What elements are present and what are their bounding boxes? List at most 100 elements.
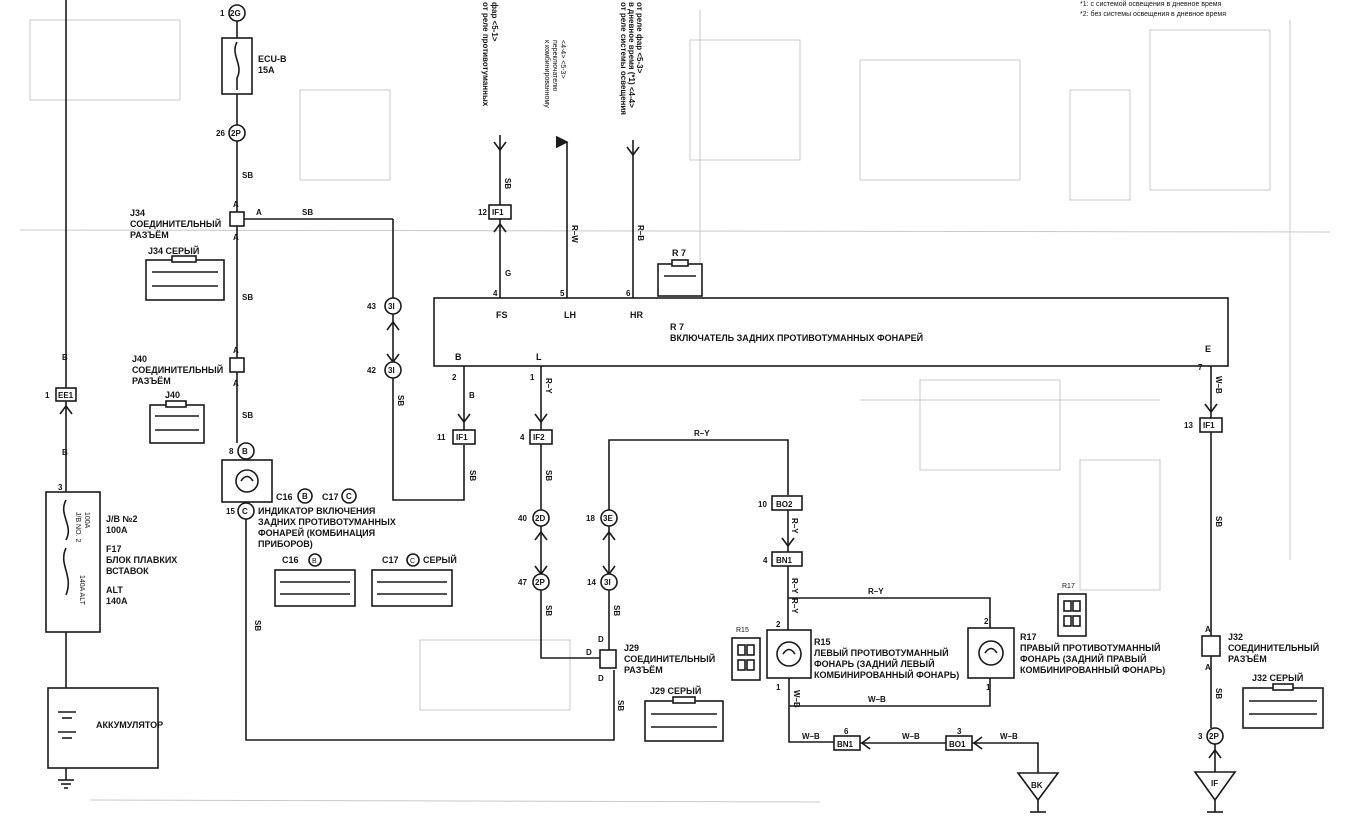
svg-text:2: 2 (776, 620, 781, 629)
svg-text:E: E (1205, 344, 1211, 354)
wire-ry-to-r17 (788, 597, 991, 628)
svg-text:ВКЛЮЧАТЕЛЬ ЗАДНИХ ПРОТИВОТУМАН: ВКЛЮЧАТЕЛЬ ЗАДНИХ ПРОТИВОТУМАННЫХ ФОНАРЕ… (670, 332, 923, 343)
svg-text:SB: SB (1214, 688, 1223, 699)
ground-bk-icon (1016, 772, 1060, 802)
svg-text:W–B: W–B (1214, 376, 1223, 394)
svg-text:SB: SB (302, 208, 313, 217)
connector-j29 (599, 649, 617, 669)
svg-text:C17: C17 (382, 555, 399, 565)
svg-text:L: L (536, 352, 542, 362)
svg-text:к комбинированному: к комбинированному (543, 40, 551, 108)
connector-c17-face (371, 569, 453, 607)
svg-text:2P: 2P (535, 578, 545, 587)
svg-text:SB: SB (396, 395, 405, 406)
connector-j34-face (145, 255, 225, 301)
svg-text:BN1: BN1 (837, 740, 854, 749)
svg-text:4: 4 (493, 289, 498, 298)
background-ghost-print (19, 10, 1331, 803)
svg-text:ИНДИКАТОР ВКЛЮЧЕНИЯ: ИНДИКАТОР ВКЛЮЧЕНИЯ (258, 506, 375, 516)
svg-text:BO2: BO2 (776, 500, 793, 509)
svg-text:SB: SB (544, 470, 553, 481)
lamp-icon (235, 469, 259, 493)
svg-text:КОМБИНИРОВАННЫЙ ФОНАРЬ): КОМБИНИРОВАННЫЙ ФОНАРЬ) (814, 669, 959, 680)
svg-text:W–B: W–B (902, 732, 920, 741)
svg-text:БЛОК ПЛАВКИХ: БЛОК ПЛАВКИХ (106, 555, 177, 565)
wire-sb-3i-to-if1 (392, 378, 465, 501)
svg-text:C16: C16 (282, 555, 299, 565)
svg-text:1: 1 (530, 373, 535, 382)
svg-text:1: 1 (776, 683, 781, 692)
svg-text:W–B: W–B (802, 732, 820, 741)
connector-j40 (229, 357, 245, 373)
connector-bn1-top (771, 551, 803, 567)
svg-text:SB: SB (503, 178, 512, 189)
svg-text:J32 СЕРЫЙ: J32 СЕРЫЙ (1252, 672, 1303, 683)
svg-text:R–W: R–W (570, 225, 579, 243)
fuse-icon (234, 41, 240, 90)
svg-text:фар <5-1>: фар <5-1> (490, 2, 499, 42)
svg-text:СОЕДИНИТЕЛЬНЫЙ: СОЕДИНИТЕЛЬНЫЙ (130, 218, 221, 229)
svg-text:4: 4 (520, 433, 525, 442)
ground-battery-icon (58, 779, 74, 789)
svg-text:B: B (242, 447, 248, 456)
svg-text:R 7: R 7 (672, 248, 686, 258)
svg-text:W–B: W–B (868, 695, 886, 704)
svg-text:42: 42 (367, 366, 376, 375)
svg-text:ЛЕВЫЙ ПРОТИВОТУМАННЫЙ: ЛЕВЫЙ ПРОТИВОТУМАННЫЙ (814, 647, 949, 658)
svg-text:<4-4> <5-3>: <4-4> <5-3> (559, 40, 566, 79)
svg-text:СОЕДИНИТЕЛЬНЫЙ: СОЕДИНИТЕЛЬНЫЙ (1228, 642, 1319, 653)
svg-text:B: B (312, 558, 317, 565)
svg-text:LH: LH (564, 310, 576, 320)
connector-if1-b (452, 429, 476, 445)
svg-text:РАЗЪЁМ: РАЗЪЁМ (130, 230, 169, 240)
svg-text:BN1: BN1 (776, 556, 793, 565)
svg-text:6: 6 (626, 289, 631, 298)
svg-text:IF2: IF2 (533, 433, 545, 442)
svg-text:W–B: W–B (792, 690, 801, 708)
wire-sb-bottom-return (245, 519, 615, 741)
svg-text:РАЗЪЁМ: РАЗЪЁМ (624, 665, 663, 675)
svg-text:3: 3 (58, 483, 63, 492)
svg-text:от реле системы освещения: от реле системы освещения (619, 2, 628, 115)
svg-text:A: A (256, 208, 262, 217)
svg-text:переключателю: переключателю (551, 40, 558, 91)
svg-text:R17: R17 (1062, 583, 1075, 590)
lamp-r17-icon (978, 640, 1004, 666)
svg-text:J29: J29 (624, 643, 639, 653)
battery (47, 687, 159, 769)
svg-text:5: 5 (560, 289, 565, 298)
svg-text:6: 6 (844, 727, 849, 736)
svg-text:SB: SB (544, 605, 553, 616)
connector-r7-face (657, 259, 703, 297)
svg-text:СОЕДИНИТЕЛЬНЫЙ: СОЕДИНИТЕЛЬНЫЙ (132, 364, 223, 375)
ground-if-icon (1193, 771, 1237, 802)
svg-text:HR: HR (630, 310, 643, 320)
svg-text:C: C (242, 507, 248, 516)
connector-r17-face (1057, 593, 1087, 637)
svg-text:2P: 2P (231, 129, 241, 138)
header-combo-switch: к комбинированному переключателю <4-4> <… (543, 40, 566, 108)
wire-label-b-2: B (62, 448, 68, 457)
svg-text:R15: R15 (814, 637, 831, 647)
svg-text:A: A (233, 200, 239, 209)
connector-c16-b (237, 442, 255, 460)
svg-text:от реле фар <5-3>: от реле фар <5-3> (635, 2, 644, 74)
svg-text:J40: J40 (132, 354, 147, 364)
svg-text:26: 26 (216, 129, 225, 138)
svg-text:A: A (233, 379, 239, 388)
svg-text:D: D (598, 674, 604, 683)
svg-text:РАЗЪЁМ: РАЗЪЁМ (132, 376, 171, 386)
svg-text:15: 15 (226, 507, 235, 516)
svg-text:140A: 140A (106, 596, 128, 606)
svg-text:R–Y: R–Y (790, 578, 799, 594)
svg-text:ПРИБОРОВ): ПРИБОРОВ) (258, 539, 313, 549)
connector-j34 (229, 211, 245, 227)
header-fog-relay: от реле противотуманных фар <5-1> (481, 2, 499, 107)
svg-text:3: 3 (1198, 732, 1203, 741)
svg-text:СЕРЫЙ: СЕРЫЙ (423, 554, 457, 565)
svg-text:R–Y: R–Y (544, 378, 553, 394)
svg-text:11: 11 (437, 433, 446, 442)
svg-text:C16: C16 (276, 492, 293, 502)
svg-text:ФОНАРЬ (ЗАДНИЙ ЛЕВЫЙ: ФОНАРЬ (ЗАДНИЙ ЛЕВЫЙ (814, 658, 935, 669)
